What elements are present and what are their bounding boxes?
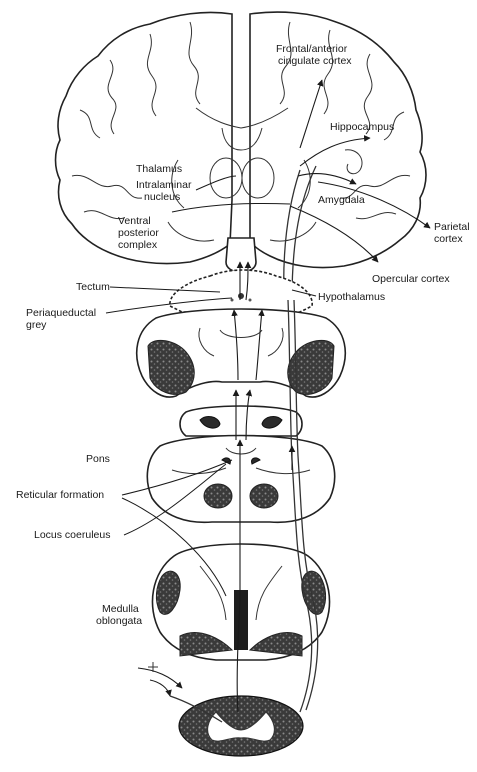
label-hypothalamus: Hypothalamus	[318, 291, 385, 303]
label-amygdala: Amygdala	[318, 194, 365, 206]
label-locus-coeruleus: Locus coeruleus	[34, 529, 110, 541]
coronal-brain-section	[56, 12, 427, 300]
label-opercular: Opercular cortex	[372, 273, 450, 285]
label-reticular: Reticular formation	[16, 489, 104, 501]
label-thalamus: Thalamus	[136, 163, 182, 175]
midbrain-section	[137, 270, 346, 397]
midbrain-stalk	[226, 238, 256, 272]
label-frontal-cingulate: Frontal/anterior cingulate cortex	[276, 43, 352, 67]
label-parietal: Parietal cortex	[434, 221, 473, 245]
pons-section	[147, 406, 334, 522]
medulla-section	[152, 544, 329, 660]
label-periaqueductal: Periaqueductal grey	[26, 307, 99, 331]
label-pons: Pons	[86, 453, 110, 465]
label-hippocampus: Hippocampus	[330, 121, 394, 133]
label-medulla: Medulla oblongata	[96, 603, 142, 627]
spinal-cord-section	[138, 662, 303, 756]
label-tectum: Tectum	[76, 281, 110, 293]
